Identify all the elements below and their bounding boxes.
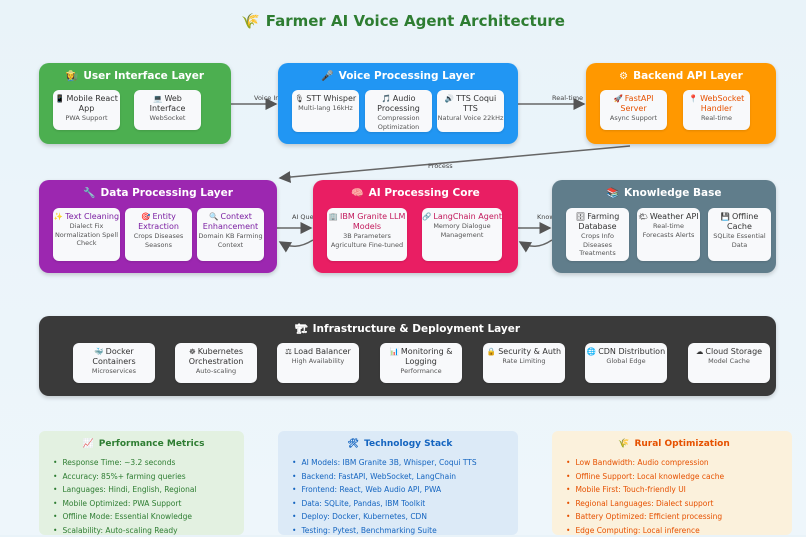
kubernetes-card: ☸Kubernetes Orchestration Auto-scaling (175, 343, 257, 383)
ai-layer-title: 🧠AI Processing Core (313, 187, 518, 199)
performance-list: Response Time: ~3.2 seconds Accuracy: 85… (53, 456, 234, 537)
data-layer-title: 🔧Data Processing Layer (39, 187, 277, 199)
voice-layer-title: 🎤Voice Processing Layer (278, 70, 518, 82)
stt-whisper-card: 🎙STT Whisper Multi-lang 16kHz (292, 90, 359, 132)
cdn-distribution-card: 🌐CDN Distribution Global Edge (585, 343, 667, 383)
websocket-handler-card: 📍WebSocket Handler Real-time (683, 90, 750, 130)
performance-panel-title: 📈Performance Metrics (53, 439, 234, 449)
building-icon: 🏢 (329, 212, 338, 221)
studio-mic-icon: 🎙 (295, 94, 305, 103)
cloud-storage-card: ☁Cloud Storage Model Cache (688, 343, 770, 383)
bar-chart-icon: 📊 (390, 347, 399, 356)
mobile-phone-icon: 📱 (55, 94, 64, 103)
arrow-kb-to-ai (520, 240, 552, 246)
arrow-backend-to-data (280, 146, 630, 178)
wrench-icon: 🔧 (83, 188, 95, 199)
load-balancer-card: ⚖Load Balancer High Availability (277, 343, 359, 383)
context-enhancement-card: 🔍Context Enhancement Domain KB Farming C… (197, 208, 264, 261)
list-item: Languages: Hindi, English, Regional (53, 483, 234, 497)
helm-icon: ☸ (189, 347, 196, 356)
brain-icon: 🧠 (351, 188, 363, 199)
scales-icon: ⚖ (285, 347, 292, 356)
connector-label-realtime: Real-time (552, 94, 583, 102)
rural-panel-title: 🌾Rural Optimization (566, 439, 782, 449)
list-item: Mobile Optimized: PWA Support (53, 497, 234, 511)
audio-processing-card: 🎵Audio Processing Compression Optimizati… (365, 90, 432, 132)
ibm-granite-card: 🏢IBM Granite LLM Models 3B Parameters Ag… (327, 208, 407, 261)
books-icon: 📚 (607, 188, 619, 199)
list-item: Low Bandwidth: Audio compression (566, 456, 782, 470)
fastapi-server-card: 🚀FastAPI Server Async Support (600, 90, 667, 130)
microphone-icon: 🎤 (321, 71, 333, 82)
list-item: Deploy: Docker, Kubernetes, CDN (292, 510, 508, 524)
wheat-icon: 🌾 (618, 439, 629, 449)
tech-panel-title: 🛠Technology Stack (292, 439, 508, 449)
gear-icon: ⚙ (619, 71, 628, 82)
user-interface-layer: 👩‍🌾User Interface Layer 📱Mobile React Ap… (39, 63, 231, 144)
list-item: Offline Mode: Essential Knowledge (53, 510, 234, 524)
technology-stack-panel: 🛠Technology Stack AI Models: IBM Granite… (278, 431, 518, 535)
rural-list: Low Bandwidth: Audio compression Offline… (566, 456, 782, 537)
mobile-react-app-card: 📱Mobile React App PWA Support (53, 90, 120, 130)
pin-icon: 📍 (689, 94, 698, 103)
database-icon: 🗄 (576, 212, 586, 221)
rural-optimization-panel: 🌾Rural Optimization Low Bandwidth: Audio… (552, 431, 792, 535)
music-note-icon: 🎵 (381, 94, 390, 103)
laptop-icon: 💻 (153, 94, 162, 103)
security-auth-card: 🔒Security & Auth Rate Limiting (483, 343, 565, 383)
list-item: AI Models: IBM Granite 3B, Whisper, Coqu… (292, 456, 508, 470)
backend-api-layer: ⚙Backend API Layer 🚀FastAPI Server Async… (586, 63, 776, 144)
kb-layer-title: 📚Knowledge Base (552, 187, 776, 199)
langchain-agent-card: 🔗LangChain Agent Memory Dialogue Managem… (422, 208, 502, 261)
text-cleaning-card: ✨Text Cleaning Dialect Fix Normalization… (53, 208, 120, 261)
whale-icon: 🐳 (94, 347, 103, 356)
offline-cache-card: 💾Offline Cache SQLite Essential Data (708, 208, 771, 261)
infra-layer-title: 🏗Infrastructure & Deployment Layer (39, 323, 776, 335)
arrow-ai-to-data (280, 240, 313, 246)
list-item: Offline Support: Local knowledge cache (566, 470, 782, 484)
cloud-icon: ☁ (696, 347, 704, 356)
performance-metrics-panel: 📈Performance Metrics Response Time: ~3.2… (39, 431, 244, 535)
list-item: Regional Languages: Dialect support (566, 497, 782, 511)
globe-icon: 🌐 (587, 347, 596, 356)
construction-icon: 🏗 (295, 324, 308, 335)
list-item: Response Time: ~3.2 seconds (53, 456, 234, 470)
tech-list: AI Models: IBM Granite 3B, Whisper, Coqu… (292, 456, 508, 537)
tools-icon: 🛠 (348, 439, 359, 449)
farmer-icon: 👩‍🌾 (66, 71, 78, 82)
tts-coqui-card: 🔊TTS Coqui TTS Natural Voice 22kHz (437, 90, 504, 132)
monitoring-logging-card: 📊Monitoring & Logging Performance (380, 343, 462, 383)
rocket-icon: 🚀 (613, 94, 622, 103)
entity-extraction-card: 🎯Entity Extraction Crops Diseases Season… (125, 208, 192, 261)
magnifier-icon: 🔍 (209, 212, 218, 221)
weather-api-card: 🌤Weather API Real-time Forecasts Alerts (637, 208, 700, 261)
backend-layer-title: ⚙Backend API Layer (586, 70, 776, 82)
list-item: Backend: FastAPI, WebSocket, LangChain (292, 470, 508, 484)
web-interface-card: 💻Web Interface WebSocket (134, 90, 201, 130)
ui-layer-title: 👩‍🌾User Interface Layer (39, 70, 231, 82)
list-item: Mobile First: Touch-friendly UI (566, 483, 782, 497)
link-icon: 🔗 (422, 212, 431, 221)
knowledge-base-layer: 📚Knowledge Base 🗄Farming Database Crops … (552, 180, 776, 273)
docker-containers-card: 🐳Docker Containers Microservices (73, 343, 155, 383)
list-item: Frontend: React, Web Audio API, PWA (292, 483, 508, 497)
data-processing-layer: 🔧Data Processing Layer ✨Text Cleaning Di… (39, 180, 277, 273)
target-icon: 🎯 (141, 212, 150, 221)
lock-icon: 🔒 (487, 347, 496, 356)
floppy-disk-icon: 💾 (721, 212, 730, 221)
infrastructure-layer: 🏗Infrastructure & Deployment Layer 🐳Dock… (39, 316, 776, 396)
voice-processing-layer: 🎤Voice Processing Layer 🎙STT Whisper Mul… (278, 63, 518, 144)
list-item: Battery Optimized: Efficient processing (566, 510, 782, 524)
connector-label-process: Process (428, 162, 453, 170)
farming-database-card: 🗄Farming Database Crops Info Diseases Tr… (566, 208, 629, 261)
list-item: Data: SQLite, Pandas, IBM Toolkit (292, 497, 508, 511)
weather-icon: 🌤 (638, 212, 648, 221)
sparkles-icon: ✨ (54, 212, 63, 221)
ai-processing-core: 🧠AI Processing Core 🏢IBM Granite LLM Mod… (313, 180, 518, 273)
list-item: Accuracy: 85%+ farming queries (53, 470, 234, 484)
trending-chart-icon: 📈 (83, 439, 94, 449)
speaker-icon: 🔊 (445, 94, 454, 103)
